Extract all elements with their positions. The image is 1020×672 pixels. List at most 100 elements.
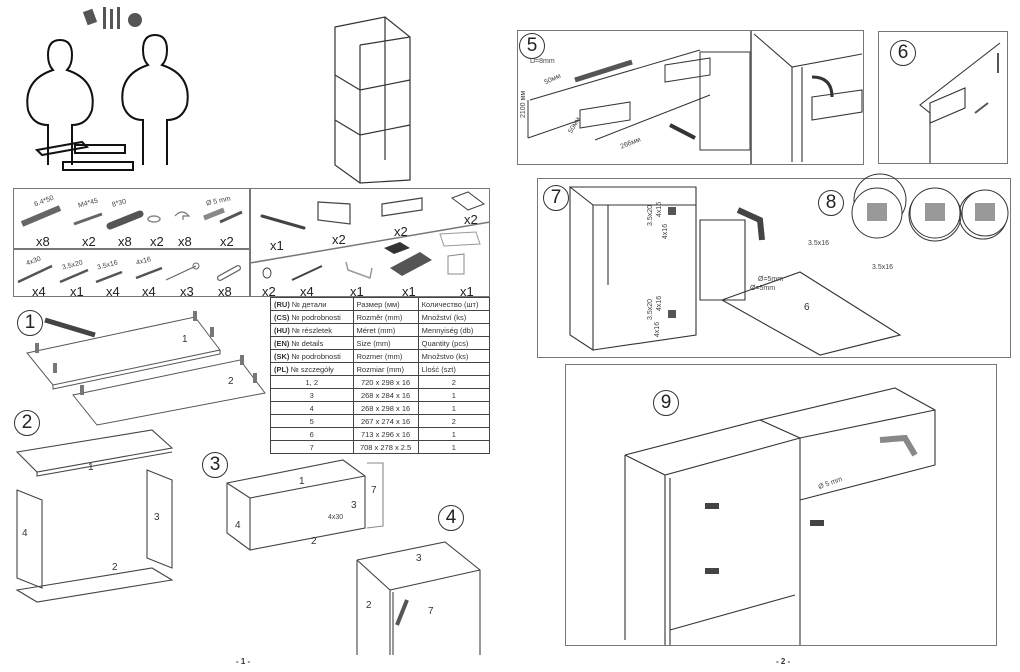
part-label: 1 (88, 462, 94, 473)
part-label: 3 (154, 512, 160, 523)
part-label: 2 (112, 562, 118, 573)
step-number: 9 (653, 390, 679, 416)
part-qty: x1 (350, 284, 364, 299)
part-qty: x2 (220, 234, 234, 249)
step-6-bracket-adjust-illustration (919, 42, 1001, 163)
part-label: 4 (22, 528, 28, 539)
part-label: 7 (428, 606, 434, 617)
step-4-assembly-illustration (356, 541, 481, 655)
hammer-icon (44, 317, 96, 338)
part-label: 7 (371, 485, 377, 496)
screw-icon (59, 268, 89, 284)
connector-bolt-icon (203, 207, 243, 224)
allen-key-icon (345, 261, 373, 280)
screw-spec: 3.5x20 (647, 298, 655, 321)
step-number: 2 (14, 410, 40, 436)
part-qty: x4 (142, 284, 156, 299)
screw-spec: 3.5x16 (808, 240, 830, 247)
left-right-arrow-icon (974, 102, 989, 114)
mounting-rail-icon (381, 197, 423, 217)
page-number: - 1 - (236, 657, 251, 666)
cam-dowel-icon (217, 265, 241, 281)
part-qty: x1 (270, 238, 284, 253)
handle-icon (260, 214, 306, 230)
hinge-icon (384, 242, 432, 276)
screw-spec: 4x30 (328, 514, 344, 521)
screw-spec: 4x16 (656, 295, 664, 312)
part-label: 1 (299, 476, 305, 487)
part-qty: x8 (36, 234, 50, 249)
shelf-pin-icon (174, 211, 191, 220)
hardware-panel (13, 188, 250, 297)
hinge-adjust-circles (851, 187, 1009, 239)
wood-dowel-icon (106, 210, 144, 230)
step-number: 4 (438, 505, 464, 531)
screw-icon (17, 264, 53, 284)
step-7-cabinet-hinge-illustration (569, 185, 697, 352)
part-label: 3 (351, 500, 357, 511)
nail-icon (165, 262, 200, 281)
cabinet-overview-illustration (334, 16, 411, 184)
rail-hanging-detail-illustration (753, 33, 863, 162)
washer-icon (147, 215, 161, 223)
hammer-icon (395, 599, 409, 626)
screw-anchor-icon (20, 205, 62, 227)
step-number: 1 (17, 310, 43, 336)
part-qty: x2 (262, 284, 276, 299)
part-qty: x2 (150, 234, 164, 249)
screw-icon (95, 270, 123, 284)
step-1-panels-illustration (26, 311, 266, 426)
dimension-label: 2100 мм (520, 90, 527, 118)
part-qty: x2 (464, 212, 478, 227)
tools-icon (82, 7, 142, 29)
part-label: 1 (182, 334, 188, 345)
panel-divider (750, 31, 752, 164)
level-tool-icon (574, 59, 633, 83)
drill-spec: D=8mm (530, 58, 555, 65)
fittings-divider (249, 221, 491, 264)
hanger-bracket-icon (317, 201, 351, 225)
part-qty: x1 (70, 284, 84, 299)
part-qty: x1 (402, 284, 416, 299)
part-label: 2 (228, 376, 234, 387)
part-qty: x8 (178, 234, 192, 249)
hardware-divider (13, 248, 250, 250)
step-number: 3 (202, 452, 228, 478)
hinge-plate-icon (439, 231, 481, 275)
part-label: 3 (416, 553, 422, 564)
part-label: 6 (804, 302, 810, 313)
drill-spec: Ø=5mm (758, 276, 784, 283)
screw-icon (135, 266, 163, 280)
part-qty: x4 (300, 284, 314, 299)
drill-icon (736, 207, 765, 241)
bumper-pads-icon (450, 191, 486, 211)
step-9-cabinet-join-illustration (624, 387, 936, 645)
screw-spec: 4x16 (654, 321, 662, 338)
step-3-assembly-illustration (226, 459, 384, 551)
two-people-illustration (26, 7, 189, 171)
part-qty: x3 (180, 284, 194, 299)
drill-icon (879, 434, 918, 457)
part-qty: x8 (118, 234, 132, 249)
step-number: 6 (890, 40, 916, 66)
bolt-icon (73, 212, 103, 226)
part-qty: x2 (394, 224, 408, 239)
screw-spec: 3.5x16 (872, 264, 894, 271)
screw-spec: 4x16 (662, 223, 670, 240)
step-number: 7 (543, 185, 569, 211)
part-qty: x8 (218, 284, 232, 299)
part-qty: x4 (106, 284, 120, 299)
part-qty: x1 (460, 284, 474, 299)
part-qty: x2 (332, 232, 346, 247)
part-qty: x2 (82, 234, 96, 249)
